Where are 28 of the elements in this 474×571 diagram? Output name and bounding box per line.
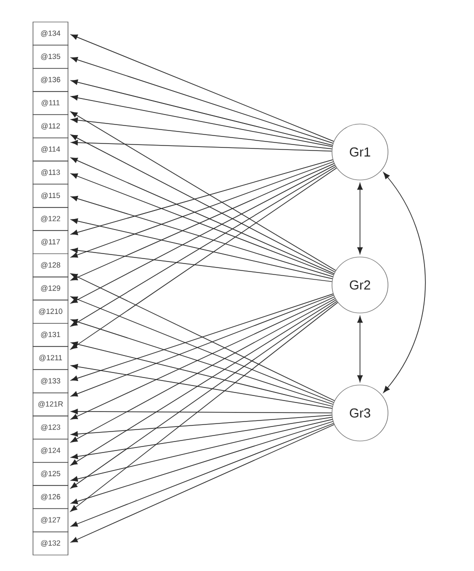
arrow xyxy=(70,57,334,144)
arrow xyxy=(70,164,336,304)
correlation-arrow xyxy=(357,316,363,382)
arrow xyxy=(70,34,334,142)
correlation-arrow xyxy=(383,172,426,393)
arrow xyxy=(70,419,333,482)
arrow xyxy=(70,248,332,282)
arrow xyxy=(70,416,332,460)
arrow xyxy=(70,414,332,437)
arrow xyxy=(70,408,332,414)
arrow xyxy=(70,117,332,150)
arrow xyxy=(70,341,333,407)
arrow xyxy=(70,298,336,442)
arrow xyxy=(70,161,334,258)
arrow xyxy=(70,140,332,152)
arrow xyxy=(70,273,335,402)
arrow xyxy=(70,218,333,280)
arrow xyxy=(70,364,332,409)
arrow xyxy=(70,294,334,381)
correlation-arrow xyxy=(357,182,363,254)
arrow xyxy=(70,95,333,148)
arrow xyxy=(70,196,334,278)
arrow xyxy=(70,111,336,271)
arrow xyxy=(70,319,334,405)
arrow xyxy=(70,421,334,504)
arrow xyxy=(70,134,336,272)
arrow xyxy=(70,159,334,236)
arrow xyxy=(70,79,333,146)
